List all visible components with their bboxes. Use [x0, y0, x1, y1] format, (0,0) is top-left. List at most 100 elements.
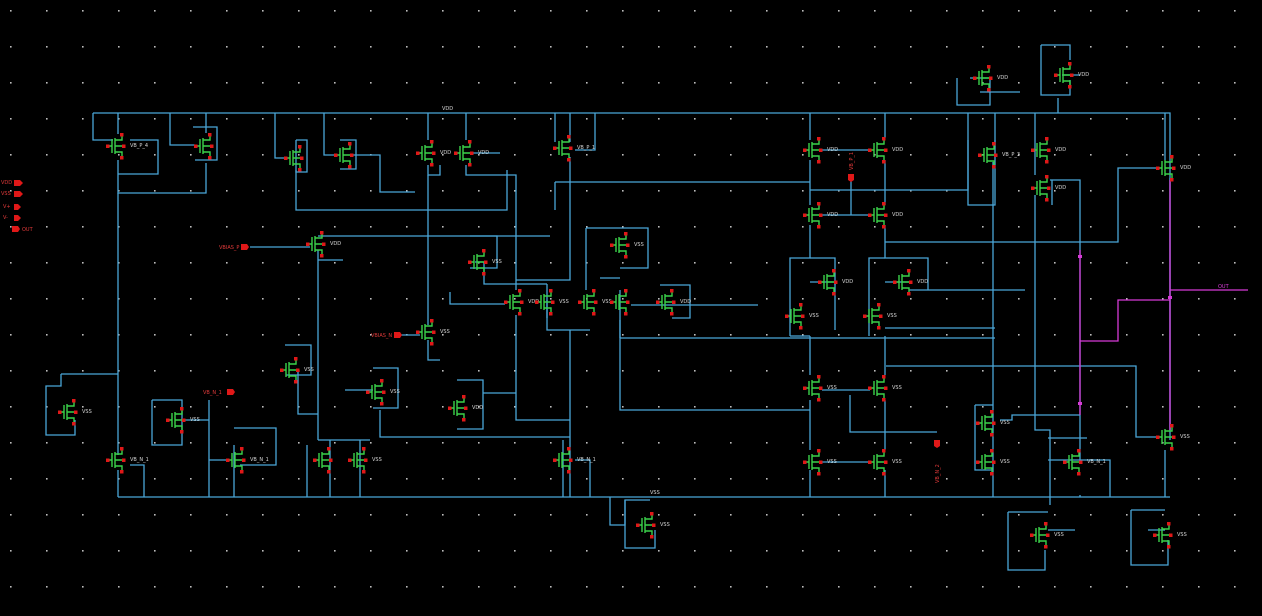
terminal-pin[interactable] — [670, 289, 674, 293]
terminal-pin[interactable] — [803, 148, 807, 153]
mosfet[interactable]: VB_N_1 — [226, 447, 269, 474]
terminal-pin[interactable] — [208, 156, 212, 160]
terminal-pin[interactable] — [626, 300, 630, 305]
terminal-pin[interactable] — [1170, 155, 1174, 159]
terminal-pin[interactable] — [1031, 148, 1035, 153]
terminal-pin[interactable] — [348, 165, 352, 169]
terminal-pin[interactable] — [877, 303, 881, 307]
terminal-pin[interactable] — [992, 421, 996, 426]
terminal-pin[interactable] — [567, 158, 571, 162]
terminal-pin[interactable] — [818, 280, 822, 285]
terminal-pin[interactable] — [799, 326, 803, 330]
terminal-pin[interactable] — [1044, 522, 1048, 526]
terminal-pin[interactable] — [430, 140, 434, 144]
mosfet[interactable]: VDD — [656, 289, 691, 316]
terminal-pin[interactable] — [462, 418, 466, 422]
terminal-pin[interactable] — [863, 314, 867, 319]
terminal-pin[interactable] — [610, 300, 614, 305]
terminal-pin[interactable] — [817, 160, 821, 164]
terminal-pin[interactable] — [72, 422, 76, 426]
terminal-pin[interactable] — [380, 402, 384, 406]
mosfet[interactable] — [284, 145, 304, 172]
mosfet[interactable]: VSS — [785, 303, 819, 330]
terminal-pin[interactable] — [549, 312, 553, 316]
terminal-pin[interactable] — [470, 151, 474, 156]
terminal-pin[interactable] — [1031, 186, 1035, 191]
terminal-pin[interactable] — [1068, 85, 1072, 89]
terminal-pin[interactable] — [624, 255, 628, 259]
terminal-pin[interactable] — [430, 163, 434, 167]
terminal-pin[interactable] — [819, 460, 823, 465]
terminal-pin[interactable] — [799, 303, 803, 307]
terminal-pin[interactable] — [430, 342, 434, 346]
mosfet[interactable]: VDD — [1031, 137, 1066, 164]
terminal-pin[interactable] — [182, 418, 186, 423]
terminal-pin[interactable] — [884, 213, 888, 218]
terminal-pin[interactable] — [468, 140, 472, 144]
terminal-pin[interactable] — [650, 535, 654, 539]
mosfet[interactable]: VSS — [348, 447, 382, 474]
mosfet[interactable]: VB_P_3 — [978, 142, 1020, 169]
terminal-pin[interactable] — [122, 458, 126, 463]
terminal-pin[interactable] — [327, 470, 331, 474]
terminal-pin[interactable] — [1167, 545, 1171, 549]
mosfet[interactable]: VB_N_1 — [106, 447, 149, 474]
terminal-pin[interactable] — [882, 398, 886, 402]
terminal-pin[interactable] — [803, 460, 807, 465]
terminal-pin[interactable] — [652, 523, 656, 528]
terminal-pin[interactable] — [334, 153, 338, 158]
terminal-pin[interactable] — [462, 395, 466, 399]
terminal-pin[interactable] — [348, 142, 352, 146]
mosfet[interactable]: VDD — [868, 202, 903, 229]
terminal-pin[interactable] — [1070, 73, 1074, 78]
terminal-pin[interactable] — [518, 289, 522, 293]
terminal-pin[interactable] — [819, 148, 823, 153]
terminal-pin[interactable] — [1156, 435, 1160, 440]
terminal-pin[interactable] — [322, 242, 326, 247]
terminal-pin[interactable] — [801, 314, 805, 319]
terminal-pin[interactable] — [817, 398, 821, 402]
terminal-pin[interactable] — [327, 447, 331, 451]
terminal-pin[interactable] — [1077, 472, 1081, 476]
pin-out[interactable]: OUT — [12, 226, 34, 233]
mosfet[interactable]: VSS — [868, 375, 902, 402]
terminal-pin[interactable] — [240, 470, 244, 474]
terminal-pin[interactable] — [362, 447, 366, 451]
mosfet[interactable]: VSS — [863, 303, 897, 330]
terminal-pin[interactable] — [482, 249, 486, 253]
terminal-pin[interactable] — [1170, 447, 1174, 451]
terminal-pin[interactable] — [468, 260, 472, 265]
vss-rail[interactable]: VSS — [118, 490, 1170, 498]
terminal-pin[interactable] — [803, 386, 807, 391]
terminal-pin[interactable] — [106, 458, 110, 463]
terminal-pin[interactable] — [1045, 137, 1049, 141]
terminal-pin[interactable] — [298, 168, 302, 172]
terminal-pin[interactable] — [592, 312, 596, 316]
mosfet[interactable]: VSS — [803, 449, 837, 476]
mosfet[interactable]: VB_P_1 — [553, 135, 595, 162]
terminal-pin[interactable] — [300, 156, 304, 161]
terminal-pin[interactable] — [226, 458, 230, 463]
terminal-pin[interactable] — [610, 243, 614, 248]
mosfet[interactable]: VSS — [578, 289, 612, 316]
terminal-pin[interactable] — [907, 292, 911, 296]
terminal-pin[interactable] — [884, 148, 888, 153]
terminal-pin[interactable] — [306, 242, 310, 247]
terminal-pin[interactable] — [978, 153, 982, 158]
terminal-pin[interactable] — [624, 312, 628, 316]
terminal-pin[interactable] — [553, 146, 557, 151]
terminal-pin[interactable] — [120, 133, 124, 137]
pin-vss[interactable]: VSS — [1, 191, 23, 197]
mosfet[interactable]: VB_N_1 — [1063, 449, 1106, 476]
terminal-pin[interactable] — [1045, 198, 1049, 202]
terminal-pin[interactable] — [882, 375, 886, 379]
terminal-pin[interactable] — [1169, 533, 1173, 538]
vb-p-1-pin[interactable] — [848, 174, 854, 182]
mosfet[interactable]: VDD — [973, 65, 1008, 92]
mosfet[interactable]: VSS — [976, 410, 1010, 437]
mosfet[interactable]: VSS — [868, 449, 902, 476]
terminal-pin[interactable] — [1068, 62, 1072, 66]
terminal-pin[interactable] — [882, 225, 886, 229]
terminal-pin[interactable] — [817, 472, 821, 476]
terminal-pin[interactable] — [166, 418, 170, 423]
